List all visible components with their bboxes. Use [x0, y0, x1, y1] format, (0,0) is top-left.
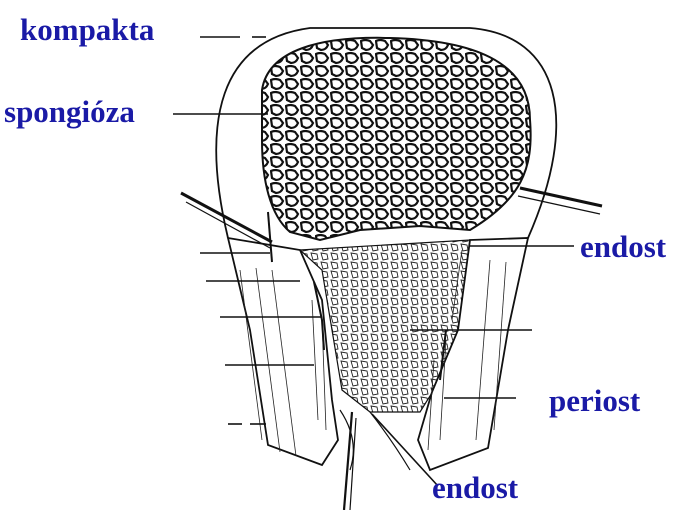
label-endost-bottom: endost: [432, 472, 518, 503]
label-kompakta: kompakta: [20, 14, 154, 45]
spongy-bone-region: [262, 38, 531, 240]
left-cortex: [228, 238, 338, 465]
label-endost-right: endost: [580, 231, 666, 262]
label-spongioza: spongióza: [4, 96, 135, 127]
label-periost: periost: [549, 385, 640, 416]
